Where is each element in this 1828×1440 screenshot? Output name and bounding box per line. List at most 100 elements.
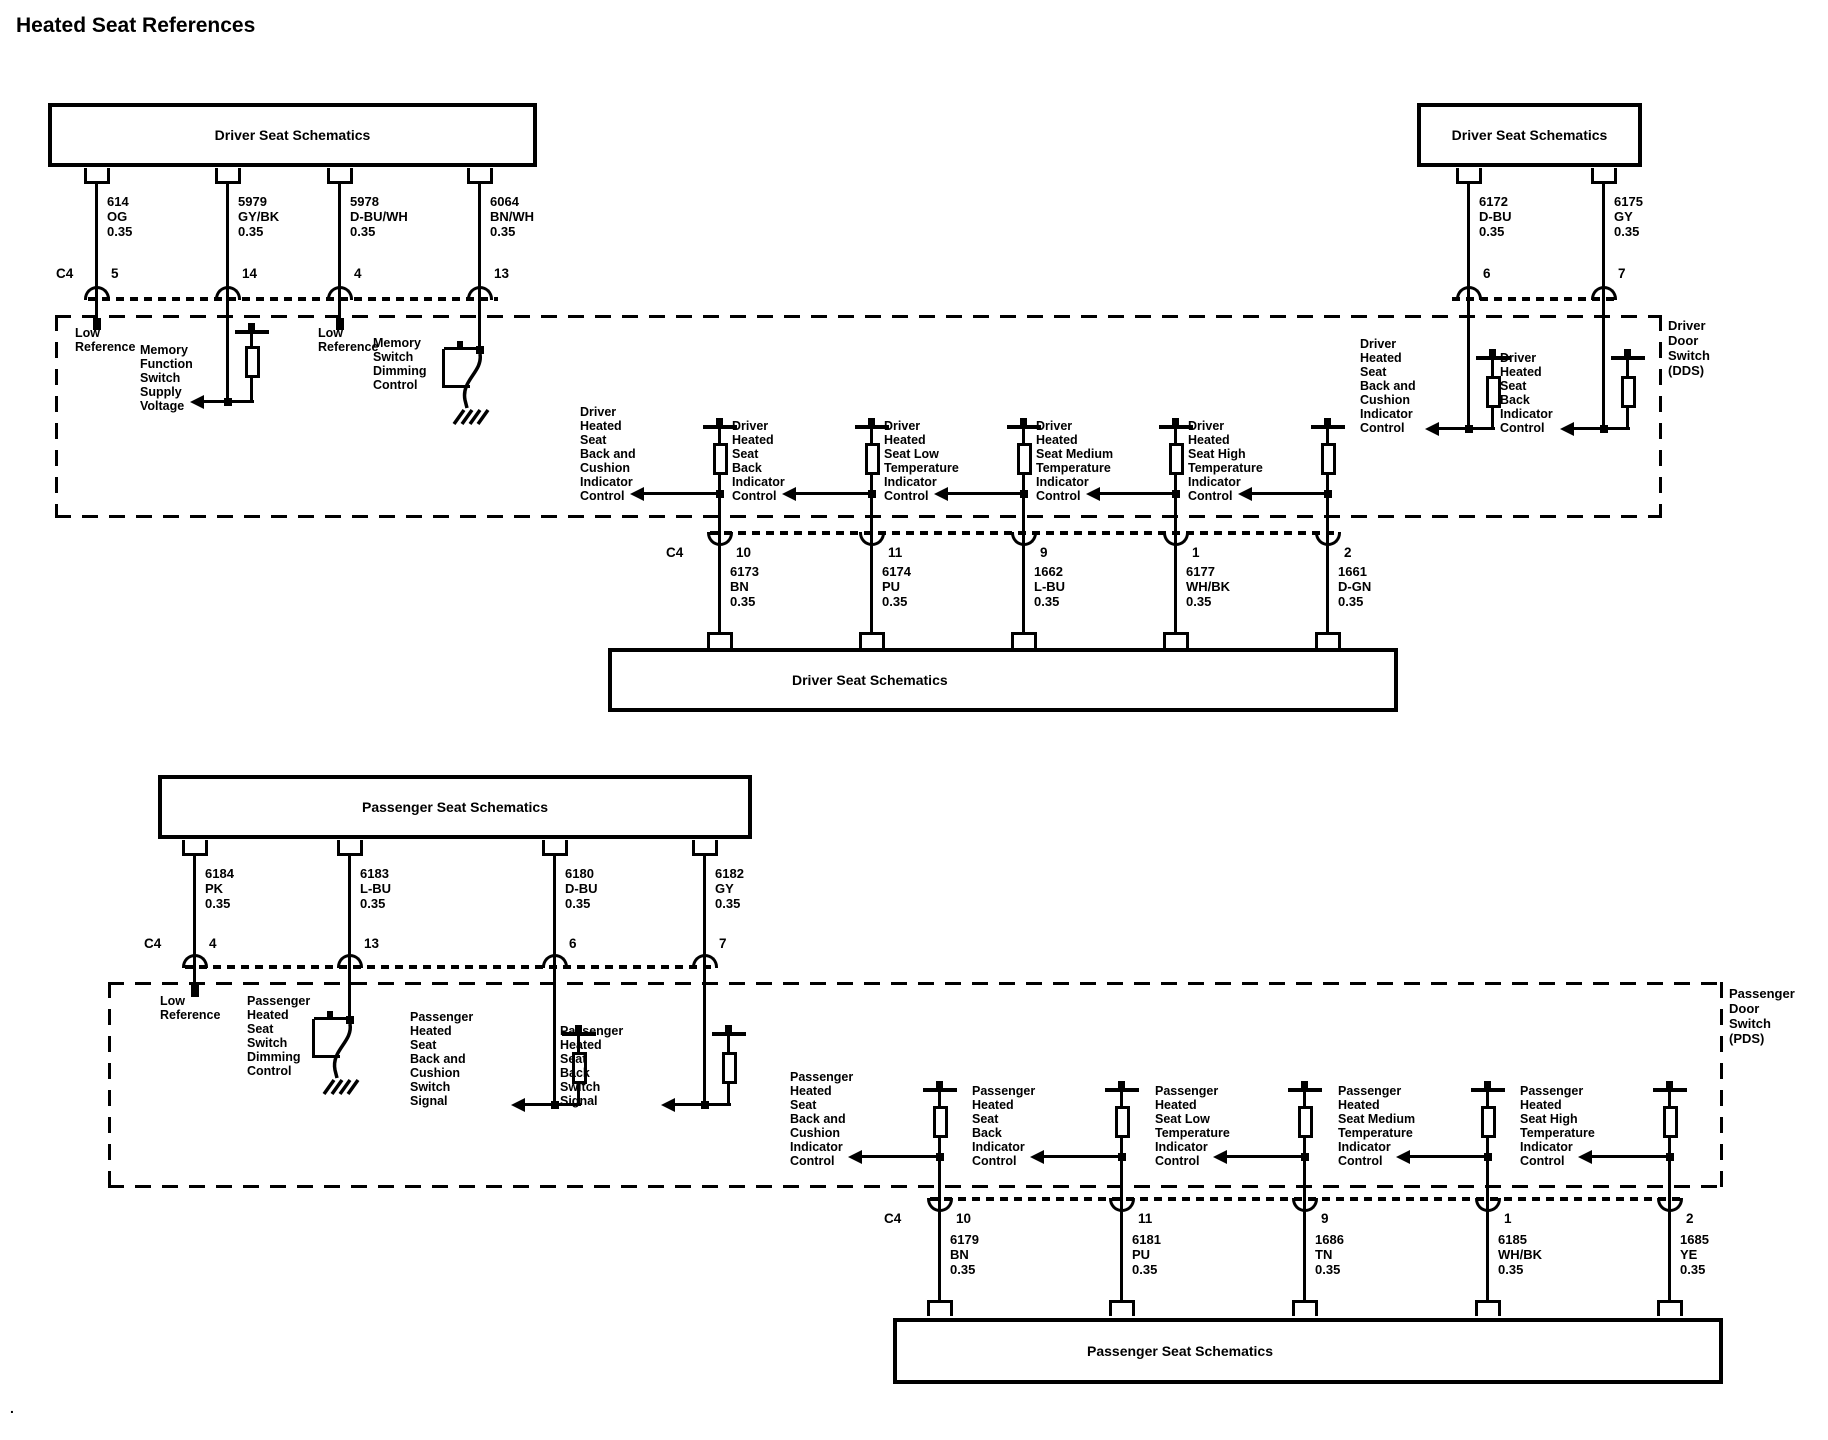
junction-dot: [1324, 490, 1332, 498]
junction-dot: [701, 1101, 709, 1109]
junction-dot: [1600, 425, 1608, 433]
tbar-icon: [1007, 418, 1041, 429]
pin-label: 6: [1483, 266, 1491, 281]
pin-label: 7: [1618, 266, 1626, 281]
switch-tap-line: [312, 1019, 315, 1057]
inline-connector-icon: [1292, 1198, 1318, 1212]
signal-line: [1592, 1155, 1670, 1158]
offpage-connector-icon: [1657, 1300, 1683, 1316]
offpage-connector-icon: [1011, 632, 1037, 648]
pin-label: 13: [364, 936, 380, 951]
signal-arrow-icon: [661, 1098, 675, 1112]
signal-arrow-icon: [934, 487, 948, 501]
pds-label: Passenger Door Switch (PDS): [1729, 986, 1795, 1046]
resistor-icon: [722, 1052, 737, 1084]
wire-terminal-stub: [336, 318, 344, 330]
schematic-box-driver-top-right: Driver Seat Schematics: [1417, 103, 1642, 167]
inline-connector-icon: [1011, 532, 1037, 546]
resistor-icon: [1663, 1106, 1678, 1138]
resistor-icon: [245, 346, 260, 378]
wire-1662: [1022, 429, 1025, 632]
dds-box-left-edge: [55, 315, 58, 518]
signal-arrow-icon: [1560, 422, 1574, 436]
wire-label-1662: 1662 L-BU 0.35: [1034, 564, 1066, 609]
signal-arrow-icon: [1086, 487, 1100, 501]
pin-label: 7: [719, 936, 727, 951]
inline-connector-icon: [1657, 1198, 1683, 1212]
wire-label-6184: 6184 PK 0.35: [205, 866, 234, 911]
pin-label: 4: [209, 936, 217, 951]
resistor-icon: [1321, 443, 1336, 475]
wire-label-6182: 6182 GY 0.35: [715, 866, 744, 911]
junction-dot: [346, 1016, 354, 1024]
function-label: Driver Heated Seat Medium Temperature In…: [1036, 419, 1114, 503]
dds-label: Driver Door Switch (DDS): [1668, 318, 1710, 378]
wire-terminal-stub: [93, 318, 101, 330]
wire-1685: [1668, 1092, 1671, 1300]
signal-line: [1252, 492, 1328, 495]
offpage-connector-icon: [1475, 1300, 1501, 1316]
pin-label: 9: [1040, 545, 1048, 560]
tbar-icon: [855, 418, 889, 429]
tbar-icon: [1611, 349, 1645, 360]
tbar-icon: [1159, 418, 1193, 429]
wire-label-6174: 6174 PU 0.35: [882, 564, 911, 609]
junction-dot: [1172, 490, 1180, 498]
wire-6180: [553, 856, 556, 1105]
inline-connector-icon: [337, 954, 363, 968]
signal-arrow-icon: [511, 1098, 525, 1112]
pds-box-left-edge: [108, 982, 111, 1188]
offpage-connector-icon: [1315, 632, 1341, 648]
function-label-driver-back-cushion-ind: Driver Heated Seat Back and Cushion Indi…: [1360, 337, 1416, 435]
pin-label: 13: [494, 266, 510, 281]
wire-5978: [338, 184, 341, 318]
footer-dot: .: [10, 1400, 14, 1416]
wire-6175: [1602, 184, 1605, 429]
wire-614: [95, 184, 98, 318]
connector-row-line: [88, 297, 498, 301]
function-label-memory-supply: Memory Function Switch Supply Voltage: [140, 343, 193, 413]
wire-6064: [478, 184, 481, 352]
function-label-low-reference: Low Reference: [75, 326, 136, 354]
junction-dot: [327, 1011, 333, 1017]
function-label: Driver Heated Seat High Temperature Indi…: [1188, 419, 1263, 503]
wire-6177: [1174, 429, 1177, 632]
wire-label-6181: 6181 PU 0.35: [1132, 1232, 1161, 1277]
wire-label-1686: 1686 TN 0.35: [1315, 1232, 1344, 1277]
offpage-connector-icon: [215, 168, 241, 184]
connector-name: C4: [56, 266, 74, 281]
schematic-box-passenger-bottom: Passenger Seat Schematics: [893, 1318, 1723, 1384]
function-label: Passenger Heated Seat Back Indicator Con…: [972, 1084, 1036, 1168]
inline-connector-icon: [859, 532, 885, 546]
signal-arrow-icon: [1425, 422, 1439, 436]
junction-dot: [1484, 1153, 1492, 1161]
signal-line: [1410, 1155, 1488, 1158]
junction-dot: [1465, 425, 1473, 433]
inline-connector-icon: [927, 1198, 953, 1212]
inline-connector-icon: [182, 954, 208, 968]
function-label-low-reference: Low Reference: [160, 994, 221, 1022]
function-label-back-signal: Passenger Heated Seat Back Switch Signal: [560, 1024, 624, 1108]
resistor-icon: [572, 1052, 587, 1084]
junction-dot: [868, 490, 876, 498]
wire-label-6180: 6180 D-BU 0.35: [565, 866, 598, 911]
resistor-icon: [1621, 376, 1636, 408]
function-label: Driver Heated Seat Back and Cushion Indi…: [580, 405, 636, 503]
wire-6173: [718, 429, 721, 632]
page-title: Heated Seat References: [16, 14, 256, 37]
junction-dot: [457, 341, 463, 347]
inline-connector-icon: [542, 954, 568, 968]
wire-label-614: 614 OG 0.35: [107, 194, 133, 239]
wire-label-1685: 1685 YE 0.35: [1680, 1232, 1709, 1277]
wire-6183: [348, 856, 351, 1020]
wire-label-6185: 6185 WH/BK 0.35: [1498, 1232, 1543, 1277]
junction-dot: [936, 1153, 944, 1161]
signal-arrow-icon: [1578, 1150, 1592, 1164]
pin-label: 1: [1192, 545, 1200, 560]
signal-line: [644, 492, 720, 495]
resistor-icon: [933, 1106, 948, 1138]
inline-connector-icon: [84, 286, 110, 300]
wire-label-6173: 6173 BN 0.35: [730, 564, 759, 609]
wire-6172: [1467, 184, 1470, 429]
